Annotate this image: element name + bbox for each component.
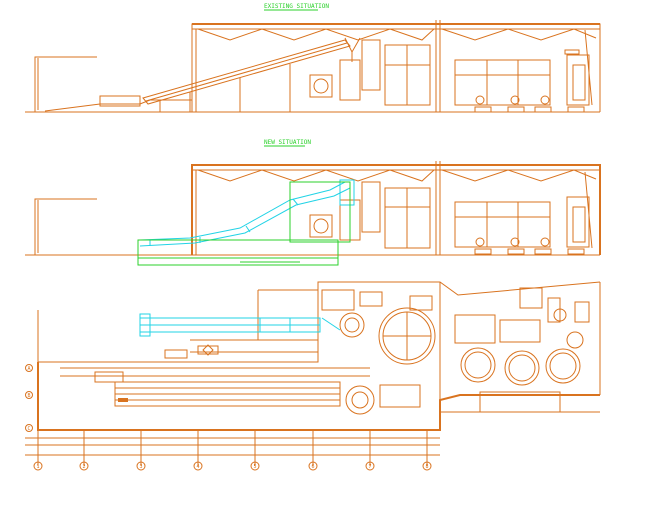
axis-bubble-8: 8: [422, 461, 432, 471]
axis-label-4: 4: [196, 464, 199, 470]
grid-axes: 1 2 3 4 5 6 7 8 A B C: [25, 364, 440, 471]
axis-label-8: 8: [425, 464, 428, 470]
existing-section-elevation: [25, 20, 601, 113]
title-existing-situation: EXISTING SITUATION: [264, 3, 329, 10]
axis-label-6: 6: [311, 464, 314, 470]
row-bubble-c: C: [25, 424, 33, 432]
row-bubble-b: B: [25, 391, 33, 399]
axis-label-2: 2: [82, 464, 85, 470]
title-new-situation: NEW SITUATION: [264, 139, 311, 146]
axis-label-3: 3: [139, 464, 142, 470]
axis-label-5: 5: [253, 464, 256, 470]
axis-bubble-4: 4: [193, 461, 203, 471]
axis-bubble-2: 2: [79, 461, 89, 471]
row-label-c: C: [27, 426, 30, 432]
new-section-elevation: [25, 161, 601, 266]
axis-bubble-6: 6: [308, 461, 318, 471]
row-bubble-a: A: [25, 364, 33, 372]
plan-view: [25, 281, 601, 446]
row-label-a: A: [27, 366, 30, 372]
axis-label-7: 7: [368, 464, 371, 470]
axis-bubble-7: 7: [365, 461, 375, 471]
axis-bubble-3: 3: [136, 461, 146, 471]
axis-bubble-1: 1: [33, 461, 43, 471]
row-label-b: B: [27, 393, 30, 399]
axis-bubble-5: 5: [250, 461, 260, 471]
axis-label-1: 1: [36, 464, 39, 470]
